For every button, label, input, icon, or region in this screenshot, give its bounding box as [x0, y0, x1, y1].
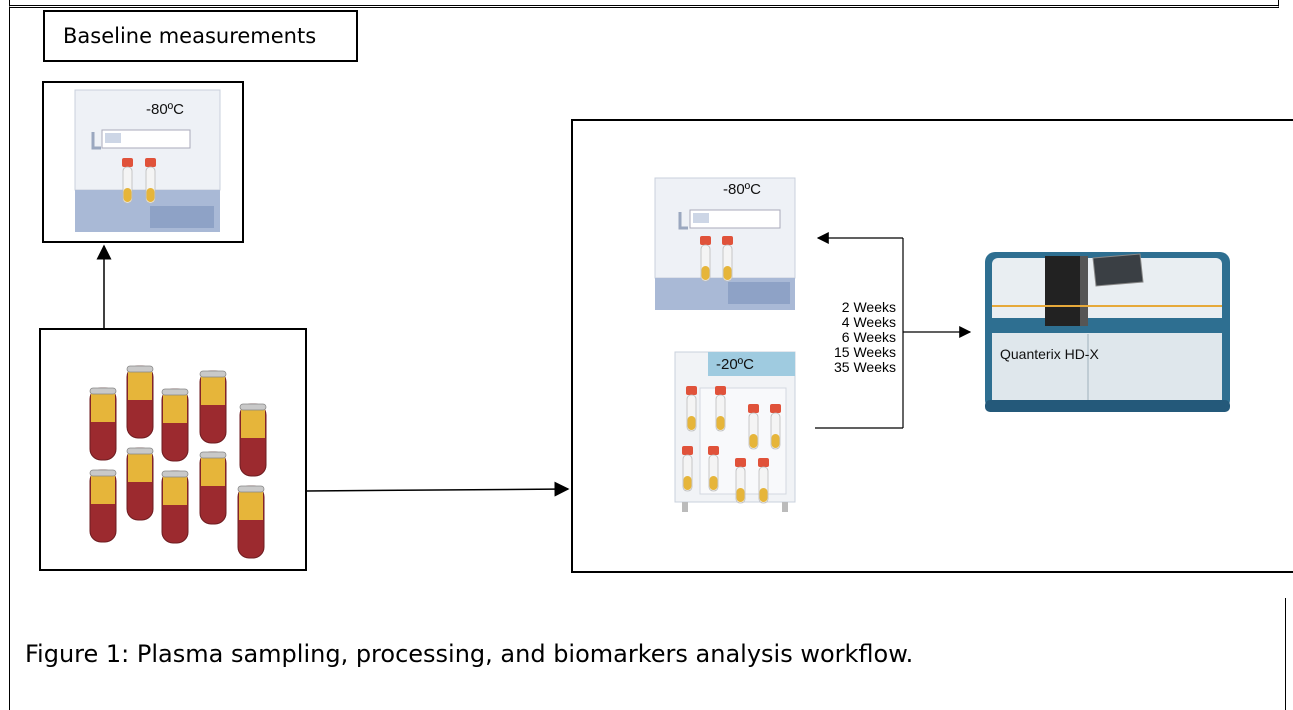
page-frame-top	[9, 0, 1279, 8]
figure-caption: Figure 1: Plasma sampling, processing, a…	[25, 640, 914, 668]
timepoint-label: 15 Weeks	[834, 344, 896, 360]
timepoint-connector	[815, 232, 972, 429]
storage-freezer-80-icon	[654, 177, 796, 310]
storage-freezer-20-temp: -20ºC	[716, 356, 754, 373]
timepoint-label: 35 Weeks	[834, 359, 896, 375]
baseline-freezer-temp: -80ºC	[146, 101, 184, 118]
quanterix-instrument-icon	[985, 252, 1230, 412]
timepoint-label: 4 Weeks	[841, 314, 896, 330]
baseline-freezer-icon	[74, 89, 221, 232]
baseline-measurements-label: Baseline measurements	[63, 24, 317, 48]
instrument-label: Quanterix HD-X	[1000, 346, 1099, 362]
page-frame-left	[9, 8, 10, 710]
page-frame-right	[1285, 598, 1286, 710]
timepoints-list: 2 Weeks 4 Weeks 6 Weeks 15 Weeks 35 Week…	[796, 300, 896, 375]
arrow-to-storage	[305, 481, 570, 497]
baseline-measurements-box: Baseline measurements	[43, 10, 358, 62]
storage-freezer-20-icon	[674, 351, 796, 512]
storage-freezer-80-temp: -80ºC	[723, 181, 761, 198]
timepoint-label: 6 Weeks	[841, 329, 896, 345]
timepoint-label: 2 Weeks	[841, 299, 896, 315]
